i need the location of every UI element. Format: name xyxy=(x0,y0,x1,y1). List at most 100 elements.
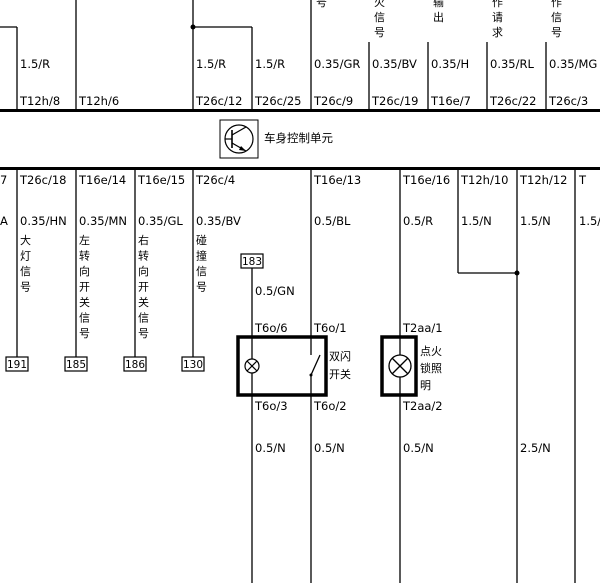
signal-char: 号 xyxy=(138,327,149,340)
bottom-pin-0: 7 xyxy=(0,173,7,187)
top-pin-4: T26c/25 xyxy=(254,94,302,108)
ground-wire-3: 0.5/N xyxy=(403,441,434,455)
bottom-wire-0: A xyxy=(0,214,8,228)
signal-char: 关 xyxy=(138,295,149,309)
top-wire-3: 1.5/R xyxy=(255,57,285,71)
lamp-icon xyxy=(244,358,260,374)
bottom-wire-9: 1.5/ xyxy=(579,214,600,228)
svg-text:开关: 开关 xyxy=(329,367,351,381)
signal-char: 左 xyxy=(79,234,90,247)
module-label: 车身控制单元 xyxy=(264,131,333,145)
ref-box-183: 183 xyxy=(240,253,264,269)
switch-label: 双闪 开关 xyxy=(329,349,351,381)
bottom-pin-7: T12h/10 xyxy=(460,173,508,187)
top-label-3: 输出 xyxy=(433,0,444,24)
bottom-wire-7: 1.5/N xyxy=(461,214,492,228)
svg-text:出: 出 xyxy=(433,10,444,24)
svg-text:求: 求 xyxy=(492,26,503,39)
signal-char: 信 xyxy=(138,312,149,325)
svg-text:号: 号 xyxy=(551,26,562,39)
wire-183-spec: 0.5/GN xyxy=(255,284,295,298)
svg-text:信: 信 xyxy=(374,11,385,24)
svg-text:作: 作 xyxy=(551,0,562,9)
svg-text:185: 185 xyxy=(66,359,86,371)
svg-text:请: 请 xyxy=(492,11,503,24)
top-label-2: 火信号 xyxy=(374,0,385,39)
ref-box-185: 185 xyxy=(64,356,88,372)
svg-text:183: 183 xyxy=(242,256,262,268)
bottom-pin-2: T16e/14 xyxy=(78,173,126,187)
svg-text:锁照: 锁照 xyxy=(420,361,442,375)
bottom-pin-8: T12h/12 xyxy=(519,173,567,187)
bottom-wire-8: 1.5/N xyxy=(520,214,551,228)
top-wire-2: 1.5/R xyxy=(196,57,226,71)
top-wires xyxy=(0,0,547,110)
bottom-wire-2: 0.35/MN xyxy=(79,214,127,228)
ref-box-130: 130 xyxy=(181,356,205,372)
top-wire-8: 0.35/MG xyxy=(549,57,597,71)
bottom-wire-4: 0.35/BV xyxy=(196,214,241,228)
top-pin-6: T26c/19 xyxy=(371,94,419,108)
signal-char: 碰 xyxy=(196,234,207,247)
svg-text:作: 作 xyxy=(492,0,503,9)
ref-box-191: 191 xyxy=(5,356,29,372)
bottom-pin-3: T16e/15 xyxy=(137,173,185,187)
svg-text:130: 130 xyxy=(183,359,203,371)
signal-char: 向 xyxy=(138,264,149,278)
svg-text:明: 明 xyxy=(420,379,431,392)
switch-pin-3: T6o/3 xyxy=(254,399,288,413)
top-wire-6: 0.35/H xyxy=(431,57,469,71)
signal-char: 关 xyxy=(79,295,90,309)
bottom-pin-4: T26c/4 xyxy=(195,173,235,187)
signal-char: 号 xyxy=(196,281,207,294)
bottom-wire-3: 0.35/GL xyxy=(138,214,183,228)
signal-char: 信 xyxy=(20,265,31,278)
signal-char: 开 xyxy=(79,281,90,294)
switch-pin-1: T6o/6 xyxy=(254,321,288,335)
bottom-pin-5: T16e/13 xyxy=(313,173,361,187)
top-label-4: 作请求 xyxy=(492,0,503,39)
junction-dot-2 xyxy=(514,270,520,276)
signal-char: 大 xyxy=(20,233,31,247)
bottom-pin-1: T26c/18 xyxy=(19,173,67,187)
signal-char: 灯 xyxy=(20,250,31,263)
ignition-lamp xyxy=(380,335,418,397)
ref-box-186: 186 xyxy=(123,356,147,372)
svg-text:输: 输 xyxy=(433,0,444,9)
bottom-wire-5: 0.5/BL xyxy=(314,214,351,228)
ground-wire-4: 2.5/N xyxy=(520,441,551,455)
top-pin-7: T16e/7 xyxy=(430,94,471,108)
svg-text:号: 号 xyxy=(374,26,385,39)
svg-text:点火: 点火 xyxy=(420,345,442,358)
module-bottom-border xyxy=(0,167,600,170)
module-top-border xyxy=(0,109,600,112)
svg-text:191: 191 xyxy=(7,359,27,371)
top-wire-7: 0.35/RL xyxy=(490,57,534,71)
top-pin-2: T12h/6 xyxy=(78,94,119,108)
svg-text:火: 火 xyxy=(374,0,385,9)
bottom-pin-9: T xyxy=(578,173,587,187)
svg-text:186: 186 xyxy=(125,359,145,371)
transistor-icon xyxy=(219,119,259,159)
bottom-wire-1: 0.35/HN xyxy=(20,214,67,228)
signal-char: 转 xyxy=(79,249,90,263)
signal-char: 开 xyxy=(138,281,149,294)
signal-char: 右 xyxy=(138,233,149,247)
top-wire-5: 0.35/BV xyxy=(372,57,417,71)
top-wire-1: 1.5/R xyxy=(20,57,50,71)
bottom-pin-6: T16e/16 xyxy=(402,173,450,187)
svg-text:双闪: 双闪 xyxy=(329,349,351,363)
signal-char: 信 xyxy=(196,265,207,278)
switch-pin-2: T6o/1 xyxy=(313,321,347,335)
lamp-pin-2: T2aa/2 xyxy=(402,399,443,413)
lamp-pin-1: T2aa/1 xyxy=(402,321,443,335)
switch-pin-4: T6o/2 xyxy=(313,399,347,413)
signal-char: 号 xyxy=(20,281,31,294)
svg-text:信: 信 xyxy=(551,11,562,24)
